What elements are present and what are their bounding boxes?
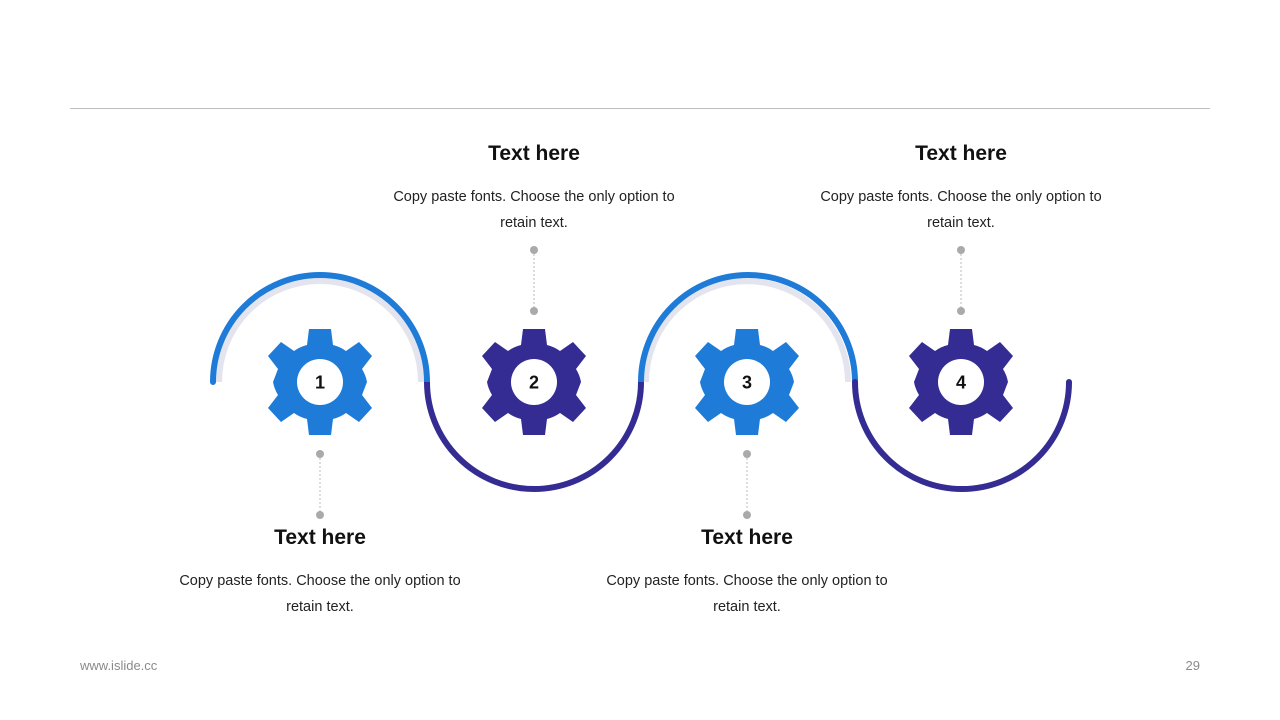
step-4-description: Copy paste fonts. Choose the only option… <box>820 189 1102 231</box>
wave-arc-1 <box>210 272 430 385</box>
step-1-title: Text here <box>274 526 366 549</box>
step-2-title: Text here <box>488 142 580 165</box>
step-4-title: Text here <box>915 142 1007 165</box>
wave-arc-2 <box>424 381 644 492</box>
gear-number-1: 1 <box>315 373 325 393</box>
connector-4 <box>957 246 965 315</box>
step-1-description: Copy paste fonts. Choose the only option… <box>179 573 461 615</box>
gear-number-4: 4 <box>956 373 966 393</box>
wave-shadow-3 <box>643 278 851 383</box>
step-2-description: Copy paste fonts. Choose the only option… <box>393 189 675 231</box>
gear-icon-1: 1 <box>268 329 372 435</box>
top-divider <box>70 108 1210 109</box>
step-3-title: Text here <box>701 526 793 549</box>
wave-arc-3 <box>638 272 858 383</box>
wave-shadow-1 <box>216 278 424 383</box>
gear-number-2: 2 <box>529 373 539 393</box>
gear-icon-3: 3 <box>695 329 799 435</box>
step-3-description: Copy paste fonts. Choose the only option… <box>606 573 888 615</box>
gear-number-3: 3 <box>742 373 752 393</box>
page-number: 29 <box>1185 658 1200 673</box>
wave-arc-4 <box>852 379 1072 492</box>
connector-3 <box>743 450 751 519</box>
connector-2 <box>530 246 538 315</box>
gear-icon-2: 2 <box>482 329 586 435</box>
footer-url: www.islide.cc <box>80 658 158 673</box>
gear-icon-4: 4 <box>909 329 1013 435</box>
connector-1 <box>316 450 324 519</box>
